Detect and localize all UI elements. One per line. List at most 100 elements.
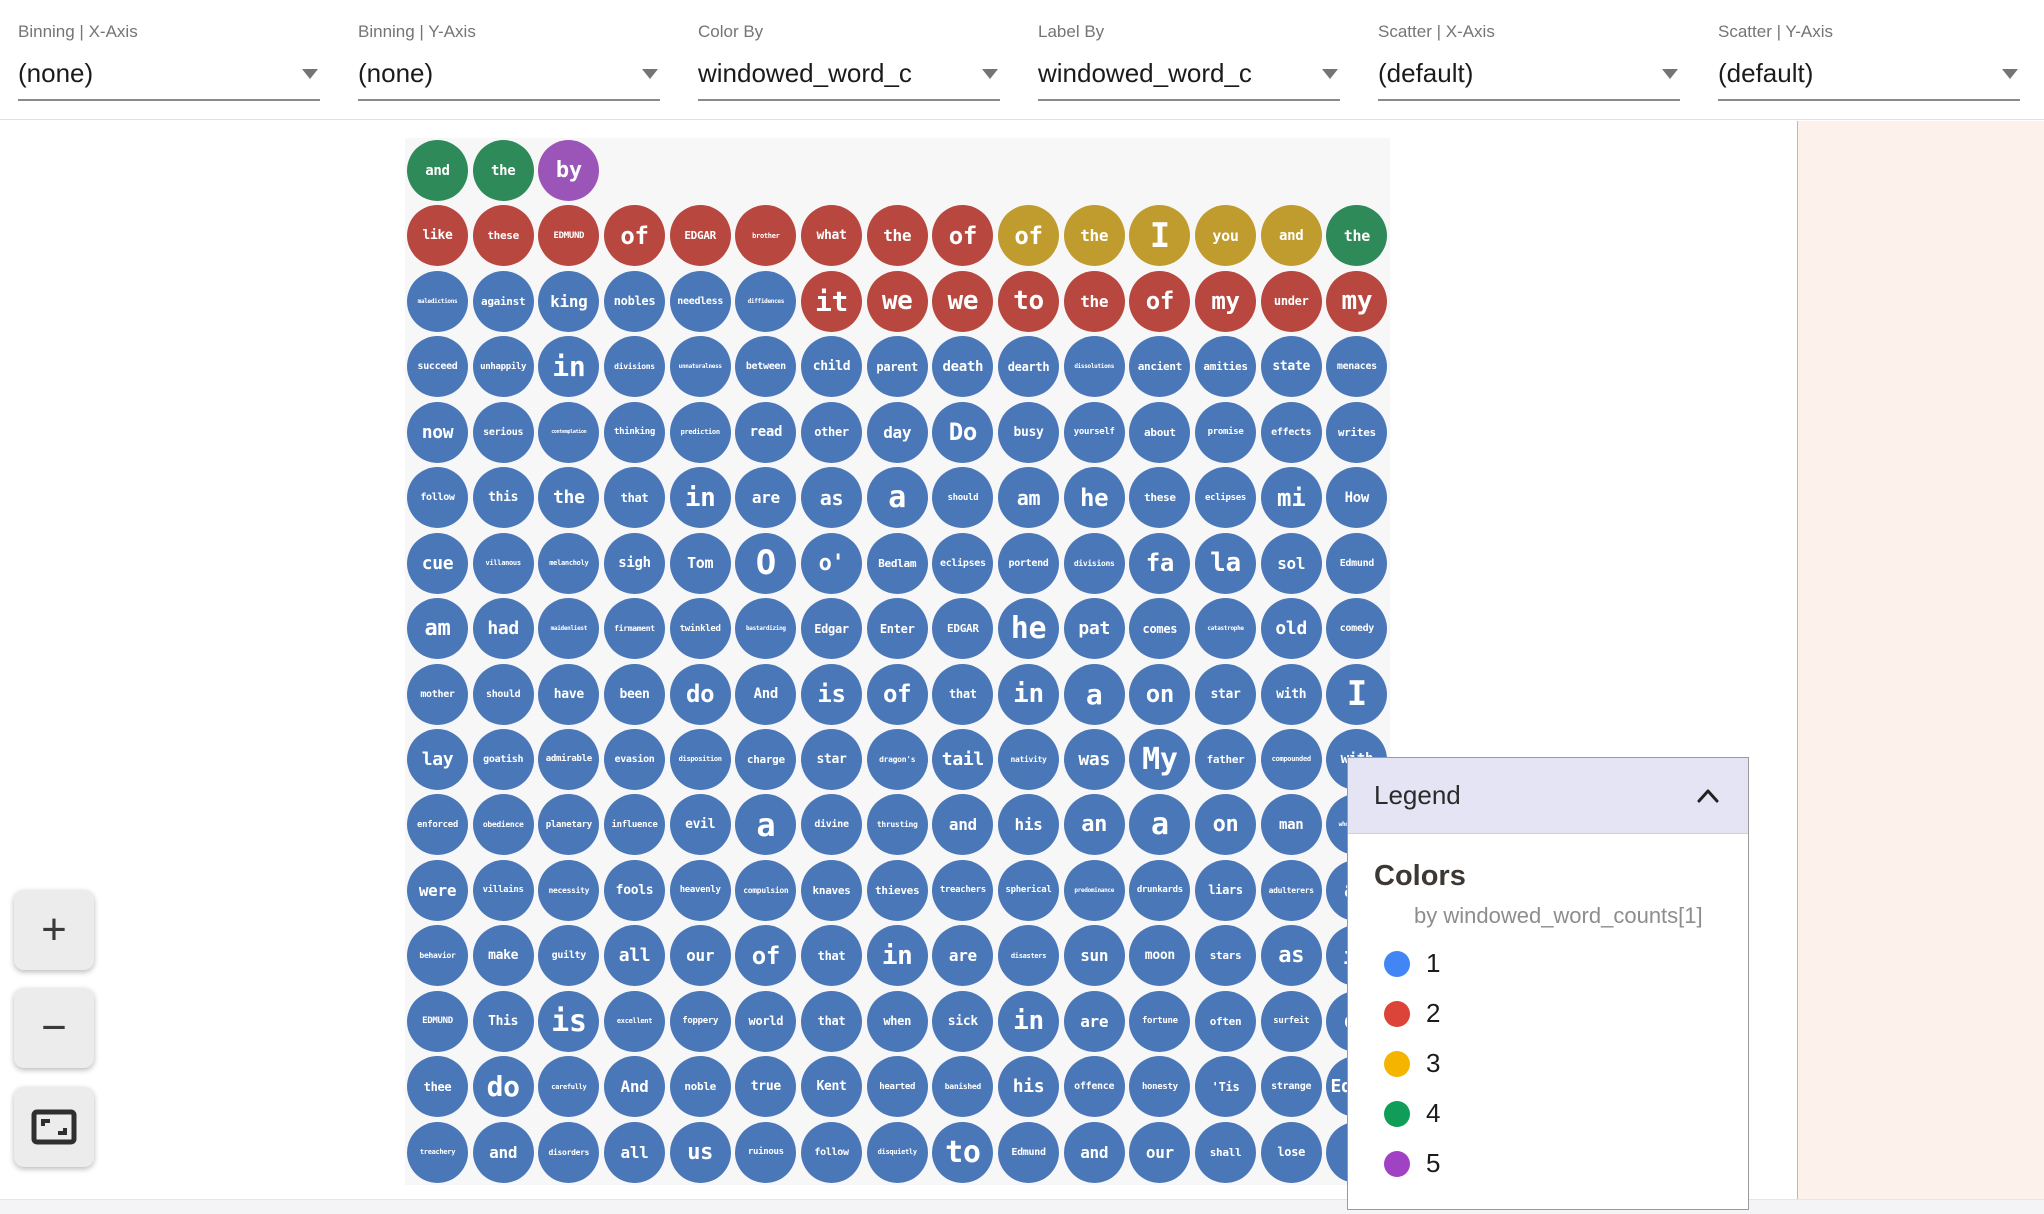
word-circle[interactable]: as bbox=[801, 467, 863, 529]
word-circle[interactable]: divisions bbox=[604, 336, 665, 398]
word-circle[interactable]: banished bbox=[932, 1056, 994, 1118]
word-circle[interactable]: he bbox=[1063, 467, 1125, 529]
select-binning-x-axis[interactable]: Binning | X-Axis (none) bbox=[18, 0, 320, 119]
word-circle[interactable]: comedy bbox=[1326, 598, 1388, 660]
word-circle[interactable]: EDMUND bbox=[538, 205, 600, 267]
word-circle[interactable]: day bbox=[866, 401, 928, 463]
word-circle[interactable]: the bbox=[472, 140, 534, 201]
word-circle[interactable]: make bbox=[472, 925, 534, 987]
word-circle[interactable]: he bbox=[998, 598, 1060, 660]
word-circle[interactable]: our bbox=[1129, 1121, 1191, 1183]
word-circle[interactable]: other bbox=[801, 401, 863, 463]
word-circle[interactable]: had bbox=[472, 598, 534, 660]
word-circle[interactable]: excellent bbox=[604, 990, 665, 1052]
word-circle[interactable]: been bbox=[604, 663, 665, 725]
word-circle[interactable]: in bbox=[998, 663, 1060, 725]
word-circle[interactable]: la bbox=[1195, 532, 1257, 594]
word-circle[interactable]: against bbox=[472, 270, 534, 332]
word-circle[interactable]: sol bbox=[1260, 532, 1322, 594]
legend-item[interactable]: 3 bbox=[1374, 1048, 1722, 1079]
word-circle[interactable]: the bbox=[1063, 205, 1125, 267]
select-binning-y-axis[interactable]: Binning | Y-Axis (none) bbox=[358, 0, 660, 119]
word-circle[interactable]: of bbox=[735, 925, 797, 987]
word-circle[interactable]: in bbox=[538, 336, 600, 398]
word-circle[interactable]: promise bbox=[1195, 401, 1257, 463]
word-circle[interactable]: all bbox=[604, 1121, 665, 1183]
word-circle[interactable]: we bbox=[932, 270, 994, 332]
word-circle[interactable]: under bbox=[1260, 270, 1322, 332]
word-circle[interactable]: thieves bbox=[866, 859, 928, 921]
word-circle[interactable]: and bbox=[932, 794, 994, 856]
word-circle[interactable]: behavior bbox=[407, 925, 468, 987]
word-circle[interactable]: a bbox=[735, 794, 797, 856]
word-circle[interactable]: this bbox=[472, 467, 534, 529]
word-circle[interactable]: follow bbox=[801, 1121, 863, 1183]
word-circle[interactable]: his bbox=[998, 794, 1060, 856]
word-circle[interactable]: and bbox=[1260, 205, 1322, 267]
word-circle[interactable]: treachers bbox=[932, 859, 994, 921]
word-circle[interactable]: that bbox=[932, 663, 994, 725]
word-circle[interactable]: Bedlam bbox=[866, 532, 928, 594]
word-circle[interactable]: influence bbox=[604, 794, 665, 856]
word-circle[interactable]: sun bbox=[1063, 925, 1125, 987]
word-circle[interactable]: disasters bbox=[998, 925, 1060, 987]
word-circle[interactable]: firmament bbox=[604, 598, 665, 660]
word-circle[interactable]: cue bbox=[407, 532, 468, 594]
word-circle[interactable]: star bbox=[1195, 663, 1257, 725]
word-circle[interactable]: moon bbox=[1129, 925, 1191, 987]
select-color-by[interactable]: Color By windowed_word_c bbox=[698, 0, 1000, 119]
word-circle[interactable]: hearted bbox=[866, 1056, 928, 1118]
word-circle[interactable]: are bbox=[1063, 990, 1125, 1052]
word-circle[interactable]: amities bbox=[1195, 336, 1257, 398]
word-circle[interactable]: offence bbox=[1063, 1056, 1125, 1118]
word-circle[interactable]: heavenly bbox=[669, 859, 731, 921]
word-circle[interactable]: succeed bbox=[407, 336, 468, 398]
word-circle[interactable]: in bbox=[866, 925, 928, 987]
word-circle[interactable]: on bbox=[1195, 794, 1257, 856]
word-circle[interactable]: do bbox=[669, 663, 731, 725]
word-circle[interactable]: disquietly bbox=[866, 1121, 928, 1183]
word-circle[interactable]: dissolutions bbox=[1063, 336, 1125, 398]
word-circle[interactable]: contemplation bbox=[538, 401, 600, 463]
word-circle[interactable]: the bbox=[538, 467, 600, 529]
word-circle[interactable]: carefully bbox=[538, 1056, 600, 1118]
word-circle[interactable]: thinking bbox=[604, 401, 665, 463]
word-circle[interactable]: diffidences bbox=[735, 270, 797, 332]
select-scatter-x-axis[interactable]: Scatter | X-Axis (default) bbox=[1378, 0, 1680, 119]
word-circle[interactable]: nobles bbox=[604, 270, 665, 332]
word-circle[interactable]: us bbox=[669, 1121, 731, 1183]
word-circle[interactable]: o' bbox=[801, 532, 863, 594]
word-circle[interactable]: charge bbox=[735, 728, 797, 790]
word-circle[interactable]: the bbox=[1326, 205, 1388, 267]
word-circle[interactable]: all bbox=[604, 925, 665, 987]
word-circle[interactable]: honesty bbox=[1129, 1056, 1191, 1118]
word-circle[interactable]: I bbox=[1326, 663, 1388, 725]
word-circle[interactable]: world bbox=[735, 990, 797, 1052]
word-circle[interactable]: of bbox=[866, 663, 928, 725]
word-circle[interactable]: and bbox=[472, 1121, 534, 1183]
word-circle[interactable]: villains bbox=[472, 859, 534, 921]
word-circle[interactable]: enforced bbox=[407, 794, 468, 856]
word-circle[interactable]: busy bbox=[998, 401, 1060, 463]
word-circle[interactable]: Tom bbox=[669, 532, 731, 594]
word-circle[interactable]: old bbox=[1260, 598, 1322, 660]
word-circle[interactable]: as bbox=[1260, 925, 1322, 987]
word-circle[interactable]: villanous bbox=[472, 532, 534, 594]
word-circle[interactable]: fa bbox=[1129, 532, 1191, 594]
word-circle[interactable]: divisions bbox=[1063, 532, 1125, 594]
word-circle[interactable]: these bbox=[472, 205, 534, 267]
word-circle[interactable]: that bbox=[801, 925, 863, 987]
word-circle[interactable]: my bbox=[1195, 270, 1257, 332]
word-circle[interactable]: catastrophe bbox=[1195, 598, 1257, 660]
word-circle[interactable]: now bbox=[407, 401, 468, 463]
word-circle[interactable]: eclipses bbox=[1195, 467, 1257, 529]
word-circle[interactable]: surfeit bbox=[1260, 990, 1322, 1052]
word-circle[interactable]: unnaturalness bbox=[669, 336, 731, 398]
word-circle[interactable]: these bbox=[1129, 467, 1191, 529]
word-circle[interactable]: that bbox=[604, 467, 665, 529]
word-circle[interactable]: are bbox=[735, 467, 797, 529]
word-circle[interactable]: fortune bbox=[1129, 990, 1191, 1052]
word-circle[interactable]: was bbox=[1063, 728, 1125, 790]
word-circle[interactable]: sigh bbox=[604, 532, 665, 594]
word-circle[interactable]: we bbox=[866, 270, 928, 332]
